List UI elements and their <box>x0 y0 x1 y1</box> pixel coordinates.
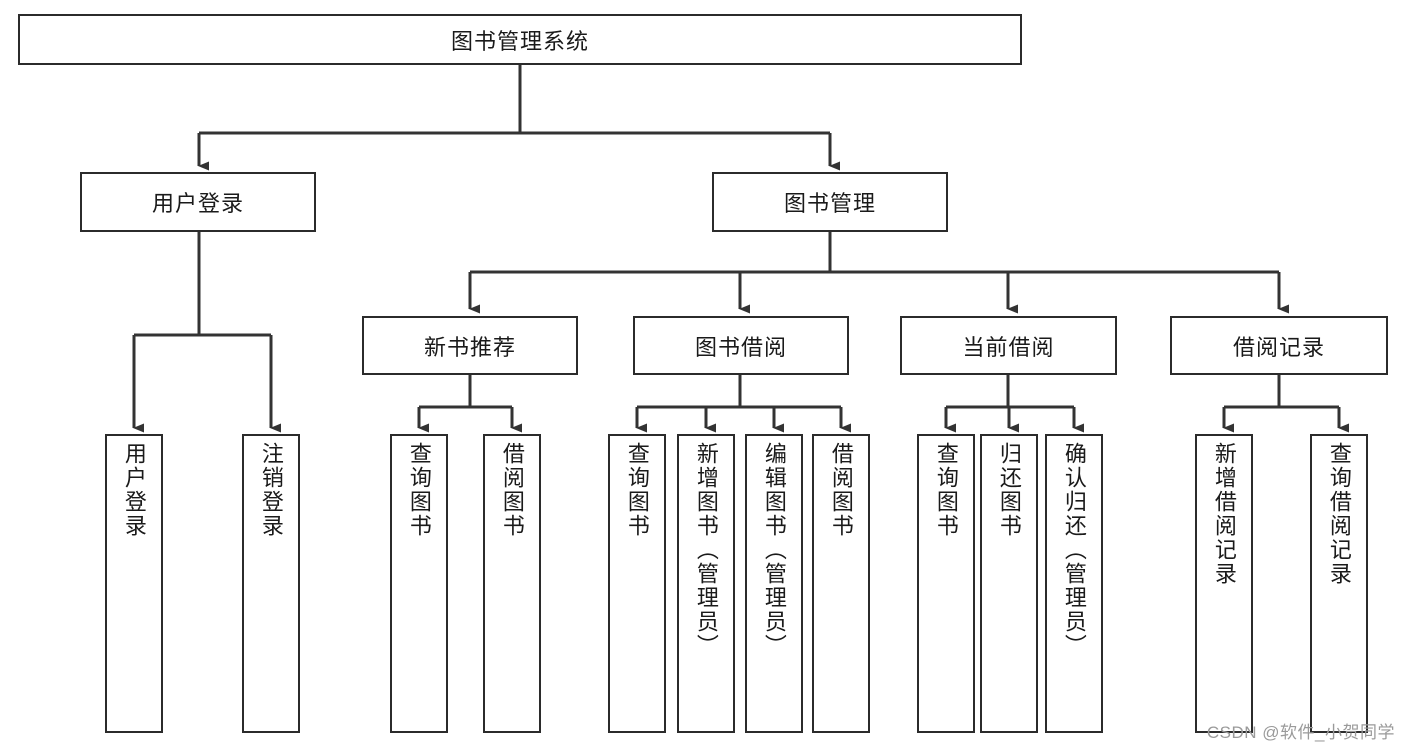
leaf-edit-book-label: 编辑图书（管理员） <box>761 442 787 658</box>
leaf-user-login[interactable]: 用户登录 <box>105 434 163 733</box>
node-current-borrow-label: 当前借阅 <box>962 334 1055 360</box>
node-new-book-recommend[interactable]: 新书推荐 <box>362 316 578 375</box>
node-book-borrow[interactable]: 图书借阅 <box>633 316 849 375</box>
leaf-user-login-label: 用户登录 <box>121 442 147 538</box>
node-root[interactable]: 图书管理系统 <box>18 14 1022 65</box>
leaf-query-book-2[interactable]: 查询图书 <box>608 434 666 733</box>
node-new-book-recommend-label: 新书推荐 <box>423 334 516 360</box>
watermark: CSDN @软件_小贺同学 <box>1206 723 1395 742</box>
node-current-borrow[interactable]: 当前借阅 <box>900 316 1117 375</box>
leaf-add-borrow-record[interactable]: 新增借阅记录 <box>1195 434 1253 733</box>
leaf-edit-book[interactable]: 编辑图书（管理员） <box>745 434 803 733</box>
leaf-return-book-label: 归还图书 <box>996 442 1022 538</box>
leaf-query-borrow-record-label: 查询借阅记录 <box>1326 442 1352 586</box>
leaf-logout-login[interactable]: 注销登录 <box>242 434 300 733</box>
leaf-add-borrow-record-label: 新增借阅记录 <box>1211 442 1237 586</box>
leaf-query-book-2-label: 查询图书 <box>624 442 650 538</box>
leaf-add-book[interactable]: 新增图书（管理员） <box>677 434 735 733</box>
leaf-borrow-book-1[interactable]: 借阅图书 <box>483 434 541 733</box>
leaf-borrow-book-2-label: 借阅图书 <box>828 442 854 538</box>
leaf-borrow-book-1-label: 借阅图书 <box>499 442 525 538</box>
leaf-query-book-3[interactable]: 查询图书 <box>917 434 975 733</box>
node-user-login-label: 用户登录 <box>151 191 244 216</box>
node-book-borrow-label: 图书借阅 <box>694 334 787 360</box>
leaf-logout-login-label: 注销登录 <box>258 442 284 538</box>
leaf-query-book-1[interactable]: 查询图书 <box>390 434 448 733</box>
node-book-manage-label: 图书管理 <box>783 191 876 216</box>
leaf-add-book-label: 新增图书（管理员） <box>693 442 719 658</box>
leaf-query-borrow-record[interactable]: 查询借阅记录 <box>1310 434 1368 733</box>
leaf-query-book-3-label: 查询图书 <box>933 442 959 538</box>
node-user-login[interactable]: 用户登录 <box>80 172 316 232</box>
leaf-borrow-book-2[interactable]: 借阅图书 <box>812 434 870 733</box>
leaf-query-book-1-label: 查询图书 <box>406 442 432 538</box>
leaf-confirm-return-label: 确认归还（管理员） <box>1061 442 1087 658</box>
leaf-return-book[interactable]: 归还图书 <box>980 434 1038 733</box>
node-book-manage[interactable]: 图书管理 <box>712 172 948 232</box>
node-borrow-record-label: 借阅记录 <box>1232 334 1325 360</box>
node-root-label: 图书管理系统 <box>450 28 589 54</box>
leaf-confirm-return[interactable]: 确认归还（管理员） <box>1045 434 1103 733</box>
node-borrow-record[interactable]: 借阅记录 <box>1170 316 1388 375</box>
